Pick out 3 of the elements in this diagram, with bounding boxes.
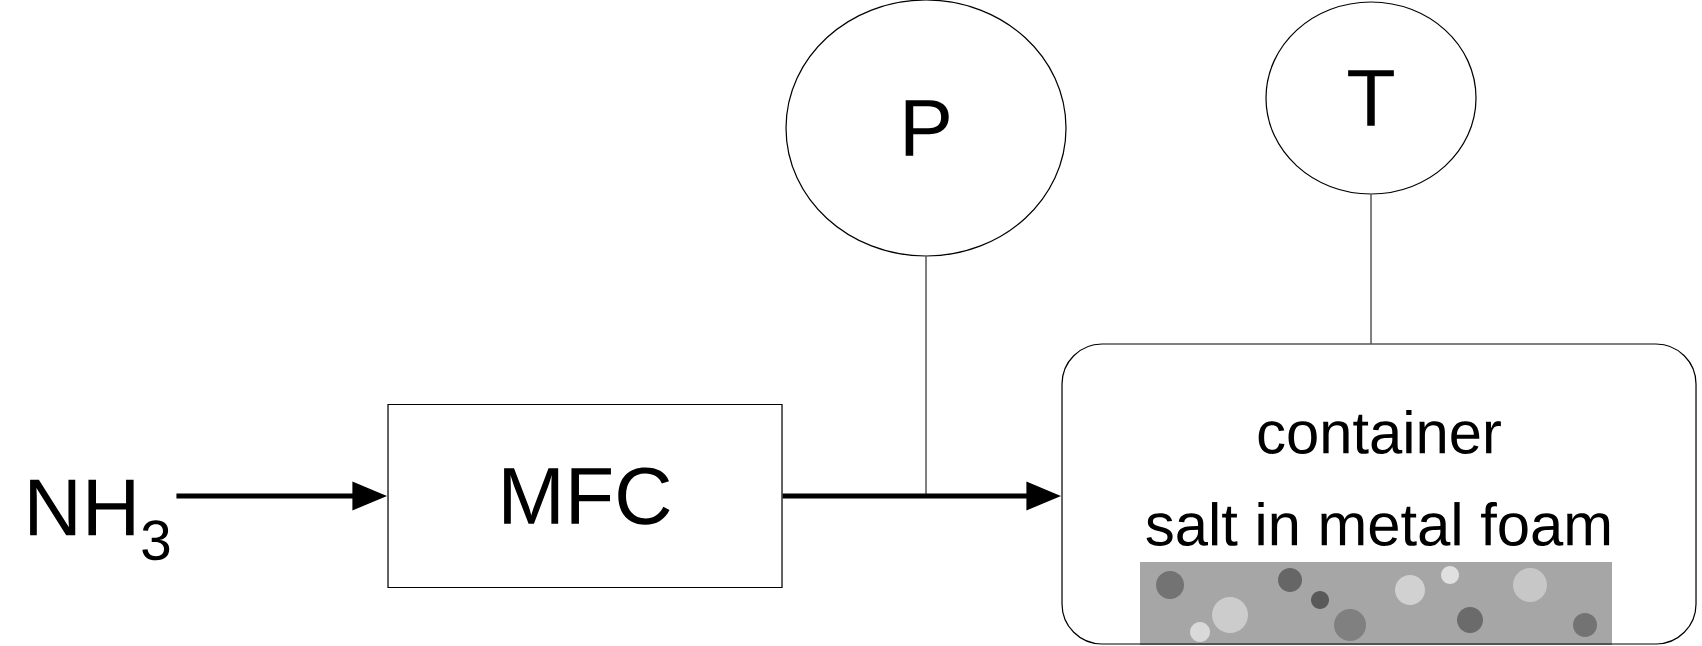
- container-box: container salt in metal foam: [1061, 343, 1697, 645]
- process-box: MFC: [387, 403, 783, 589]
- label-text: NH$_{3}$: [30, 479, 170, 561]
